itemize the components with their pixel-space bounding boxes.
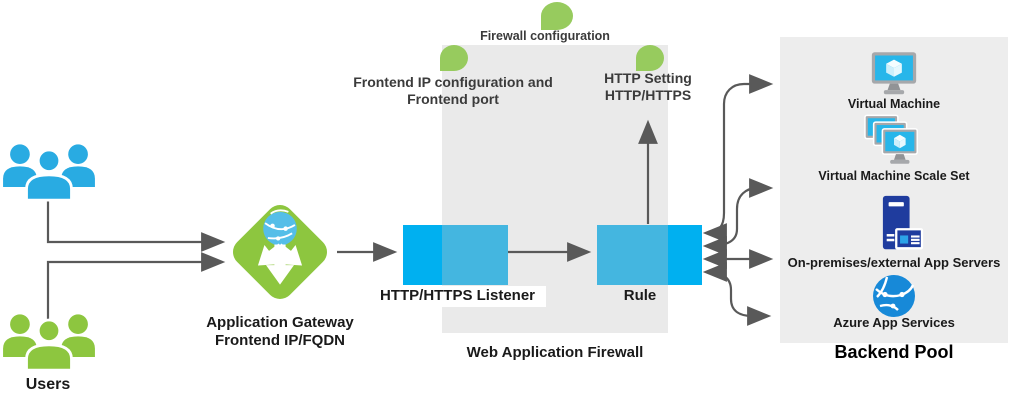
users-group-blue-icon — [3, 144, 95, 202]
users-group-green-icon — [3, 314, 95, 372]
http-listener-box — [403, 225, 508, 285]
listener-label-background — [369, 286, 546, 307]
server-icon — [882, 195, 924, 250]
rule-label: Rule — [623, 287, 657, 304]
http-setting-label: HTTP Setting HTTP/HTTPS — [578, 70, 718, 104]
rule-box — [597, 225, 702, 285]
application-gateway-label-line1: Application Gateway — [206, 314, 354, 331]
vm-scale-set-label: Virtual Machine Scale Set — [818, 169, 970, 183]
frontend-ip-config-line2: Frontend port — [407, 91, 499, 108]
onprem-servers-label: On-premises/external App Servers — [787, 255, 1001, 270]
waf-panel — [442, 45, 668, 333]
app-services-label: Azure App Services — [833, 315, 955, 330]
app-services-globe-icon — [873, 275, 915, 317]
arrow-rule-to-vm-scale-set — [702, 178, 774, 256]
virtual-machine-label: Virtual Machine — [847, 97, 941, 111]
frontend-ip-config-line1: Frontend IP configuration and — [353, 74, 553, 90]
arrow-rule-to-app-services — [702, 262, 772, 326]
arrow-users-bottom-to-gateway — [46, 252, 226, 330]
http-setting-line1: HTTP Setting — [604, 70, 692, 86]
frontend-ip-config-label: Frontend IP configuration and Frontend p… — [338, 74, 568, 108]
application-gateway-icon — [233, 205, 327, 299]
callout-teardrop-http-setting — [636, 45, 664, 71]
application-gateway-label-line2: Frontend IP/FQDN — [215, 332, 345, 350]
callout-teardrop-firewall-config — [541, 2, 573, 30]
firewall-config-label: Firewall configuration — [480, 29, 610, 43]
http-setting-line2: HTTP/HTTPS — [604, 87, 692, 104]
callout-teardrop-frontend-ip — [440, 45, 468, 71]
vm-scale-set-icon — [864, 114, 919, 164]
arrow-users-top-to-gateway — [46, 198, 226, 252]
waf-title: Web Application Firewall — [466, 344, 644, 361]
backend-pool-title: Backend Pool — [834, 342, 954, 362]
http-listener-label: HTTP/HTTPS Listener — [379, 287, 536, 304]
application-gateway-label: Application Gateway Frontend IP/FQDN — [180, 314, 380, 351]
virtual-machine-icon — [871, 52, 917, 95]
users-label: Users — [25, 376, 71, 393]
